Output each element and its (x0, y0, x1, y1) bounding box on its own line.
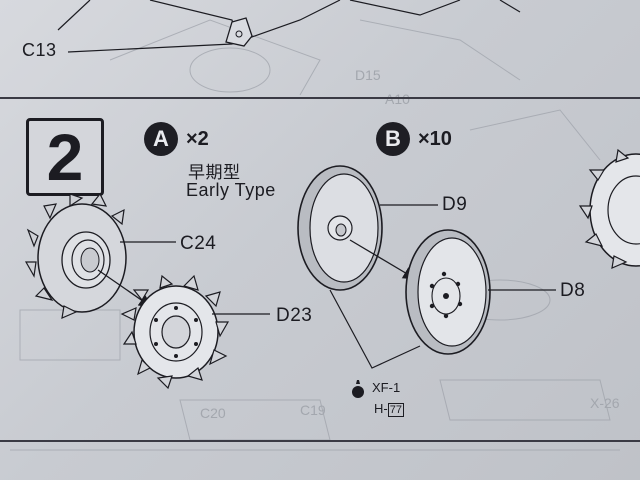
paint-callout-lines (329, 289, 421, 369)
part-label-d8: D8 (560, 280, 586, 301)
sprocket-c24-drawing (24, 192, 127, 319)
ghost-label-a10: A10 (385, 91, 410, 107)
section-divider-top (0, 97, 640, 99)
variant-a-name-jp: 早期型 (188, 163, 241, 182)
paint-code: XF-1 (372, 380, 401, 395)
ghost-label-c20: C20 (200, 405, 226, 421)
ghost-label-x26: X-26 (590, 395, 620, 411)
part-label-d23: D23 (276, 305, 313, 326)
part-label-c13: C13 (22, 40, 57, 60)
step-number-box: 2 (26, 118, 104, 196)
road-wheel-d8-drawing (405, 229, 491, 355)
variant-a-name-en: Early Type (186, 180, 276, 200)
variant-b-quantity: ×10 (418, 128, 452, 150)
paint-ref-number: 77 (387, 403, 404, 417)
assembly-drawing (24, 148, 640, 398)
sprocket-d23-drawing (120, 274, 230, 390)
part-label-c24: C24 (180, 233, 217, 254)
variant-a-badge: A (144, 122, 178, 156)
ghost-label-d15: D15 (355, 67, 381, 83)
partial-idler-wheel-drawing (578, 148, 640, 269)
variant-a-quantity: ×2 (186, 128, 209, 150)
assembly-arrow-b (349, 239, 417, 280)
paint-ref-prefix: H- (374, 401, 388, 416)
variant-b-badge: B (376, 122, 410, 156)
paint-drop-icon (352, 380, 364, 398)
part-label-d9: D9 (442, 194, 468, 215)
road-wheel-d9-drawing (297, 165, 383, 291)
variant-a-letter: A (153, 126, 169, 151)
section-divider-bottom (0, 440, 640, 442)
track-bracket-drawing (225, 17, 253, 47)
previous-step-fragment (57, 0, 521, 53)
ghost-label-c19: C19 (300, 402, 326, 418)
step-number: 2 (46, 120, 84, 194)
paint-reference: H-77 (374, 401, 404, 417)
variant-b-letter: B (385, 126, 401, 151)
